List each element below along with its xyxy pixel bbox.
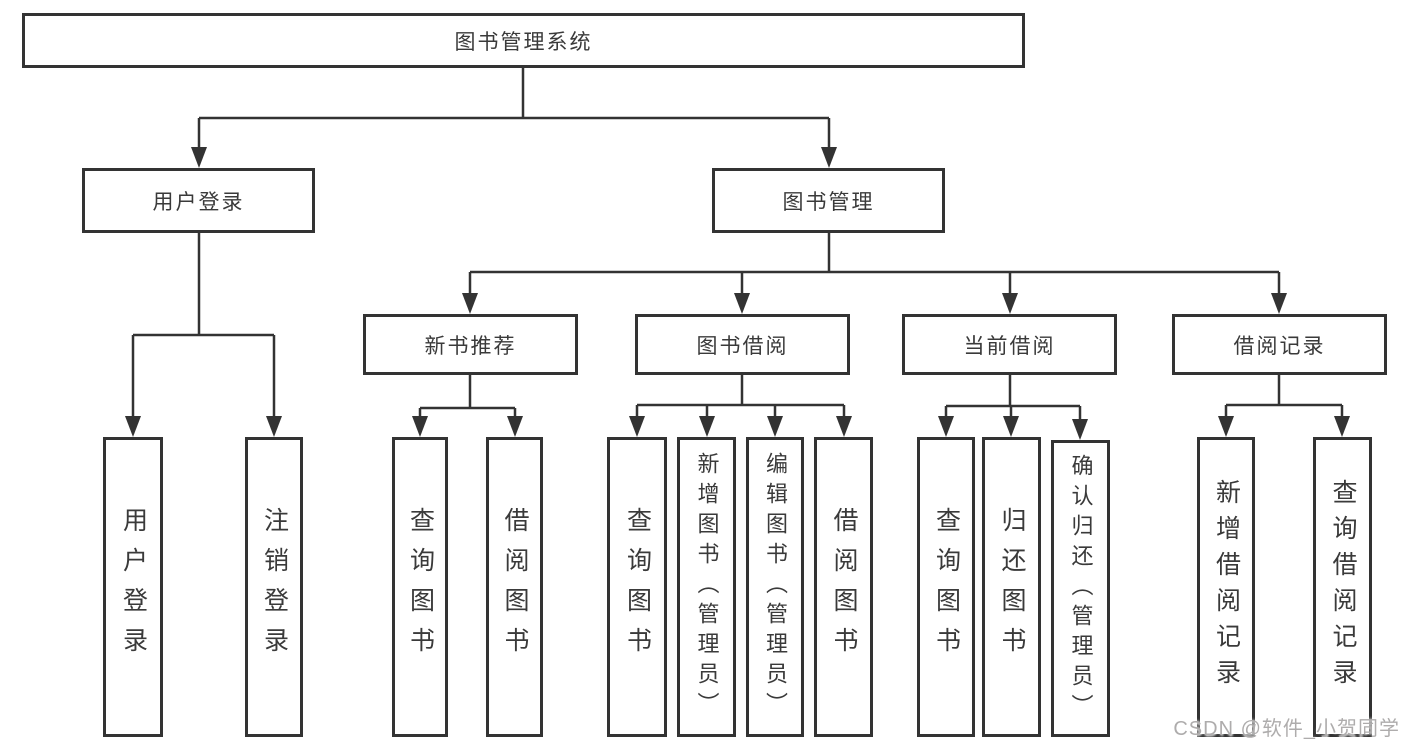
leaf-query-books-recommend: 查询图书 [392, 437, 448, 737]
node-new-book-recommendation: 新书推荐 [363, 314, 578, 375]
node-current-borrowing: 当前借阅 [902, 314, 1117, 375]
leaf-user-login: 用户登录 [103, 437, 163, 737]
leaf-return-books: 归还图书 [982, 437, 1041, 737]
leaf-confirm-return-admin: 确认归还（管理员） [1051, 440, 1110, 737]
csdn-watermark: CSDN @软件_小贺同学 [1173, 718, 1400, 740]
node-book-borrowing: 图书借阅 [635, 314, 850, 375]
node-user-login: 用户登录 [82, 168, 315, 233]
leaf-query-books-borrowing: 查询图书 [607, 437, 667, 737]
leaf-borrow-books-recommend: 借阅图书 [486, 437, 543, 737]
leaf-borrow-books-borrowing: 借阅图书 [814, 437, 873, 737]
node-library-management-system: 图书管理系统 [22, 13, 1025, 68]
leaf-logout: 注销登录 [245, 437, 303, 737]
leaf-query-borrow-record: 查询借阅记录 [1313, 437, 1372, 737]
leaf-edit-books-admin: 编辑图书（管理员） [746, 437, 804, 737]
leaf-add-books-admin: 新增图书（管理员） [677, 437, 736, 737]
leaf-query-books-current: 查询图书 [917, 437, 975, 737]
leaf-add-borrow-record: 新增借阅记录 [1197, 437, 1255, 737]
arrow-down-icons [125, 147, 1350, 440]
node-borrowing-records: 借阅记录 [1172, 314, 1387, 375]
node-book-management: 图书管理 [712, 168, 945, 233]
